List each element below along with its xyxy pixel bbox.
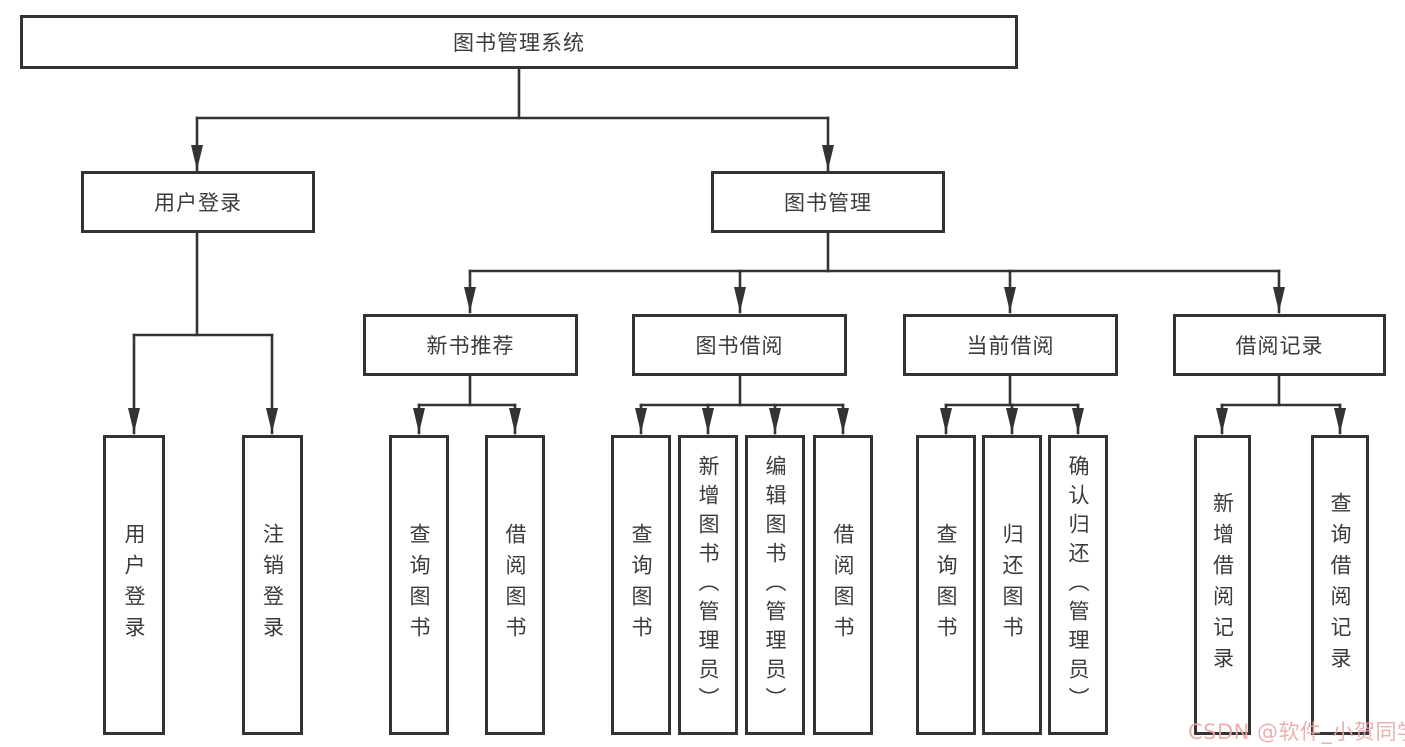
node-leaf-confirm-return-admin: 确认归还（管理员） [1048,435,1108,735]
node-user-login: 用户登录 [81,171,315,233]
node-leaf-return-books: 归还图书 [982,435,1042,735]
node-module-new-book-recommend: 新书推荐 [363,314,578,376]
node-leaf-logout: 注销登录 [242,435,303,735]
node-module-current-borrow: 当前借阅 [903,314,1118,376]
watermark: CSDN @软件_小贺同学 [1188,720,1405,744]
node-book-management: 图书管理 [711,171,945,233]
node-leaf-edit-books-admin: 编辑图书（管理员） [745,435,805,735]
node-leaf-user-login: 用户登录 [103,435,165,735]
node-leaf-query-borrow-record: 查询借阅记录 [1311,435,1369,735]
node-module-borrow-record: 借阅记录 [1173,314,1386,376]
node-leaf-borrow-books-1: 借阅图书 [485,435,545,735]
node-leaf-query-books-1: 查询图书 [389,435,449,735]
node-leaf-query-books-2: 查询图书 [611,435,671,735]
node-leaf-query-books-3: 查询图书 [916,435,976,735]
node-leaf-add-books-admin: 新增图书（管理员） [678,435,738,735]
node-module-book-borrow: 图书借阅 [632,314,847,376]
node-leaf-add-borrow-record: 新增借阅记录 [1194,435,1251,735]
node-root: 图书管理系统 [20,15,1018,69]
node-leaf-borrow-books-2: 借阅图书 [813,435,873,735]
